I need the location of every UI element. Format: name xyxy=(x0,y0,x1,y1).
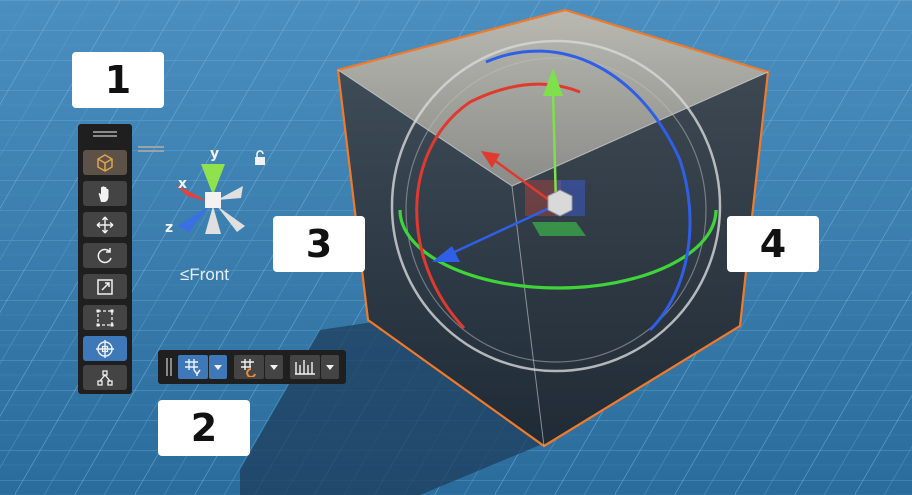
x-rotation-ring[interactable] xyxy=(415,100,471,330)
y-rotation-ring[interactable] xyxy=(398,209,718,290)
z-rotation-ring[interactable] xyxy=(485,49,692,332)
increment-snap-dropdown[interactable] xyxy=(265,355,283,379)
overlay-drag-handle[interactable] xyxy=(138,146,164,152)
scale-tool-button[interactable] xyxy=(83,274,127,299)
chevron-down-icon xyxy=(326,365,334,370)
hand-icon xyxy=(98,185,109,202)
ruler-icon xyxy=(295,360,315,375)
z-move-arrow[interactable] xyxy=(432,246,460,262)
move-arrows-icon xyxy=(96,216,114,233)
gizmo-neg-z-cone[interactable] xyxy=(217,186,243,200)
grid-snap-button[interactable] xyxy=(178,355,208,379)
hand-tool-button[interactable] xyxy=(83,181,127,206)
snapbar-grip[interactable] xyxy=(166,358,168,376)
callout-4: 4 xyxy=(727,216,819,272)
rotation-sphere xyxy=(390,39,722,373)
toolbar-grip[interactable] xyxy=(93,131,117,133)
chevron-down-icon xyxy=(270,365,278,370)
callout-2: 2 xyxy=(158,400,250,456)
view-tool-button[interactable] xyxy=(83,150,127,175)
padlock-icon[interactable] xyxy=(255,150,265,165)
increment-snap-button[interactable] xyxy=(234,355,264,379)
grid-snap-icon xyxy=(185,359,201,376)
xz-plane-handle[interactable] xyxy=(532,222,586,236)
move-tool-button[interactable] xyxy=(83,212,127,237)
view-label-front[interactable]: ≤Front xyxy=(180,265,230,284)
cube-right-face xyxy=(512,72,768,446)
chevron-down-icon xyxy=(214,365,222,370)
x-move-arrow[interactable] xyxy=(481,151,500,168)
grid-snap-dropdown[interactable] xyxy=(209,355,227,379)
snap-settings-button[interactable] xyxy=(290,355,320,379)
gizmo-neg-y-cone[interactable] xyxy=(205,206,221,234)
callout-3: 3 xyxy=(273,216,365,272)
gizmo-x-label: x xyxy=(178,176,188,192)
increment-snap-icon xyxy=(241,359,256,377)
rotate-tool-button[interactable] xyxy=(83,243,127,268)
custom-tool-button[interactable] xyxy=(83,365,127,390)
selection-outline xyxy=(336,8,770,448)
gizmo-neg-x-cone[interactable] xyxy=(217,206,245,232)
gizmo-y-label: y xyxy=(210,146,220,162)
z-axis-line xyxy=(447,203,557,257)
custom-editor-icon xyxy=(97,369,113,386)
gizmo-z-label: z xyxy=(165,220,174,236)
scale-icon xyxy=(97,278,113,295)
gizmo-x-cone[interactable] xyxy=(175,184,209,202)
gizmo-center-cube[interactable] xyxy=(205,192,221,208)
snapping-overlay xyxy=(158,350,346,384)
snap-settings-dropdown[interactable] xyxy=(321,355,339,379)
callout-1: 1 xyxy=(72,52,164,108)
x-axis-line xyxy=(493,158,557,207)
transform-tool-button[interactable] xyxy=(83,336,127,361)
rect-transform-icon xyxy=(96,309,114,326)
y-axis-line xyxy=(551,91,558,206)
transform-icon xyxy=(96,339,114,358)
gizmo-z-cone[interactable] xyxy=(177,206,209,232)
orientation-gizmo[interactable] xyxy=(175,164,245,234)
rect-tool-button[interactable] xyxy=(83,305,127,330)
transform-gizmo[interactable] xyxy=(390,39,722,373)
cube-icon xyxy=(97,153,113,172)
rotate-icon xyxy=(97,247,112,263)
tools-overlay xyxy=(78,124,132,394)
center-handle[interactable] xyxy=(547,189,573,217)
y-move-arrow[interactable] xyxy=(543,68,563,96)
gizmo-y-cone[interactable] xyxy=(201,164,225,195)
